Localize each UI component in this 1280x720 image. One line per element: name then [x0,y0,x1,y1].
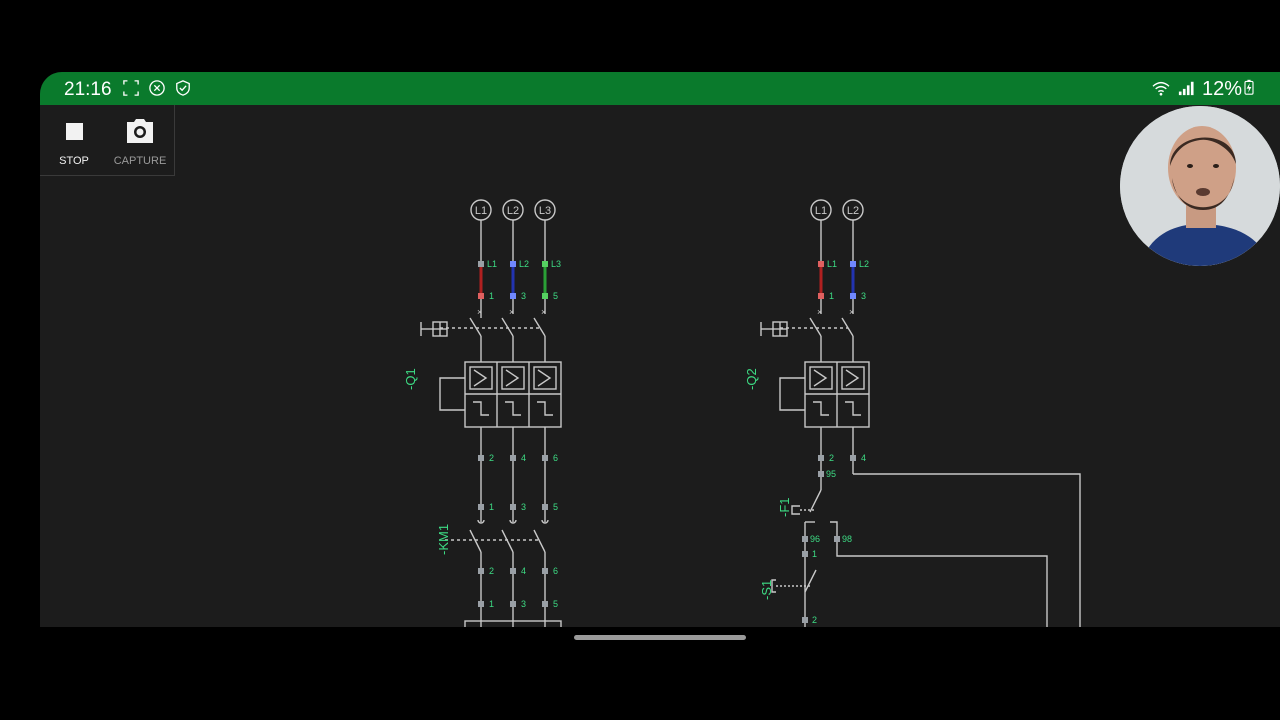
terminal-label: 1 [489,291,494,301]
close-circle-icon [149,80,165,96]
terminal-label: 4 [521,566,526,576]
terminal-label: 96 [810,534,820,544]
presenter-avatar [1120,106,1280,266]
terminal-label: 3 [521,599,526,609]
terminal-label: 2 [489,453,494,463]
svg-text:×: × [477,307,482,317]
terminal-label: 3 [521,502,526,512]
terminal-label: 1 [489,599,494,609]
gesture-nav-bar[interactable] [574,635,746,640]
webcam-overlay[interactable] [1120,106,1280,266]
stop-button[interactable]: STOP [42,105,106,175]
supply-label: L2 [507,205,519,217]
terminal-label: L2 [859,259,869,269]
breaker-q2-label: -Q2 [744,368,759,390]
stop-label: STOP [59,155,89,167]
supply-label: L2 [847,205,859,217]
terminal-label: 5 [553,291,558,301]
terminal-label: 1 [489,502,494,512]
terminal-label: 2 [829,453,834,463]
terminal-label: 6 [553,453,558,463]
camera-icon [127,119,153,143]
status-bar: 21:16 12% [40,72,1280,105]
terminal-label: 4 [521,453,526,463]
supply-label: L1 [475,205,487,217]
terminal-label: 1 [812,549,817,559]
signal-icon [1178,81,1194,96]
svg-text:×: × [509,307,514,317]
relay-f1-label: -F1 [777,498,792,518]
terminal-label: 95 [826,469,836,479]
terminal-label: 5 [553,599,558,609]
terminal-label: 2 [489,566,494,576]
terminal-label: 3 [521,291,526,301]
wifi-icon [1152,81,1170,96]
stop-icon [66,123,83,140]
supply-label: L1 [815,205,827,217]
terminal-label: 2 [812,615,817,625]
clock: 21:16 [64,79,112,100]
terminal-label: L2 [519,259,529,269]
terminal-label: L1 [487,259,497,269]
terminal-label: 98 [842,534,852,544]
terminal-label: 5 [553,502,558,512]
shield-check-icon [176,80,190,96]
terminal-label: 1 [829,291,834,301]
svg-text:×: × [541,307,546,317]
terminal-label: L3 [551,259,561,269]
svg-text:×: × [849,307,854,317]
terminal-label: 6 [553,566,558,576]
capture-button[interactable]: CAPTURE [108,105,172,175]
svg-text:×: × [817,307,822,317]
supply-label: L3 [539,205,551,217]
schematic-canvas[interactable]: × × × × × L1 L2 L3 L1 L2 L1 L2 L3 1 3 5 2 4… [40,72,1280,627]
contactor-km1-label: -KM1 [436,524,451,555]
screen-recorder-panel: STOP CAPTURE [40,105,175,176]
battery-charging-icon [1244,79,1254,95]
terminal-label: L1 [827,259,837,269]
breaker-q1-label: -Q1 [403,368,418,390]
terminal-label: 4 [861,453,866,463]
screenshot-frame-icon [123,80,139,96]
terminal-label: 3 [861,291,866,301]
battery-percentage: 12% [1202,78,1243,100]
app-screen: × × × × × L1 L2 L3 L1 L2 L1 L2 L3 1 3 5 2 4… [40,72,1280,627]
capture-label: CAPTURE [113,155,167,167]
button-s1-label: -S1 [759,580,774,600]
